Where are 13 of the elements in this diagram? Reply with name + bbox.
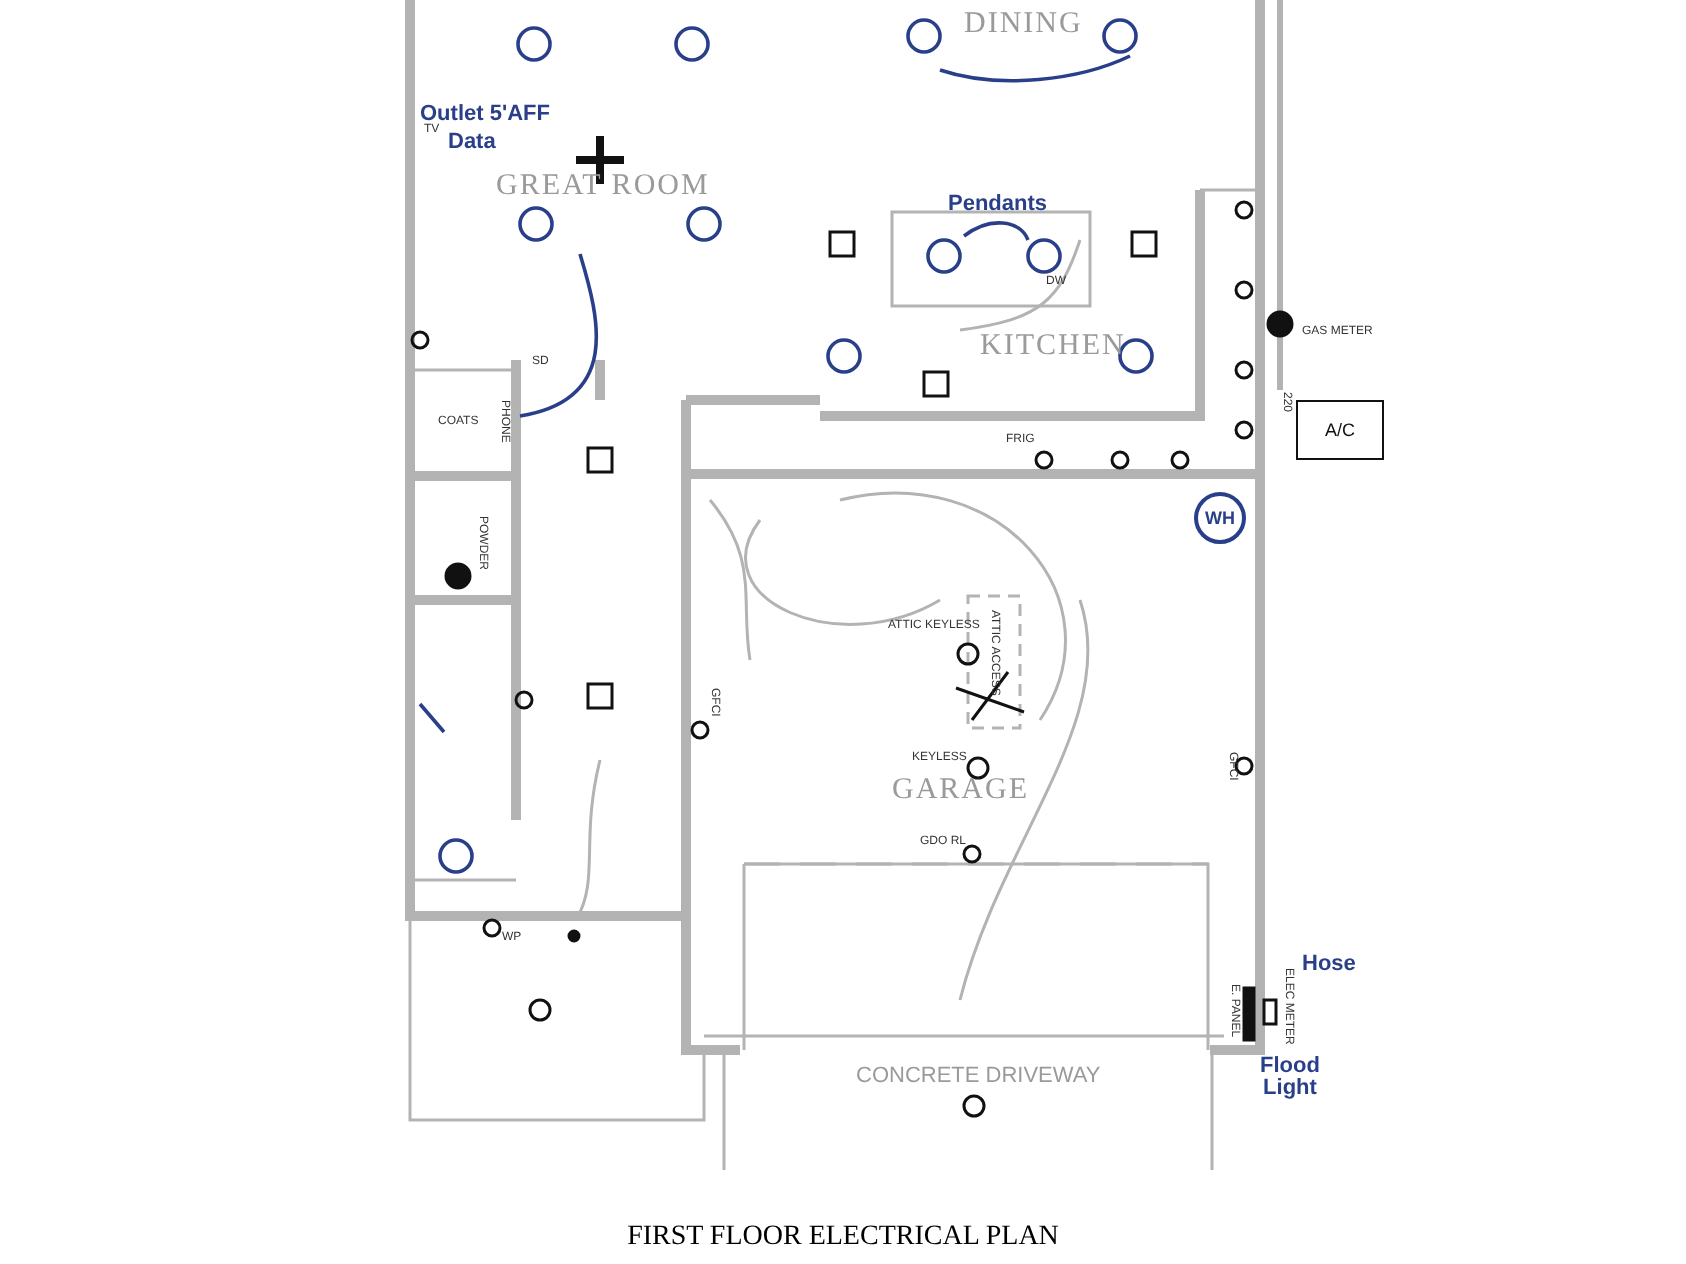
- annotation-label: Hose: [1302, 954, 1356, 976]
- annotation-label: Pendants: [948, 194, 1048, 216]
- room-label: GARAGE: [892, 776, 1029, 806]
- room-label: DINING: [964, 10, 1083, 40]
- area-label: CONCRETE DRIVEWAY: [856, 1066, 1101, 1088]
- fixture-circle: WH: [1194, 492, 1246, 544]
- annotation-label: Data: [448, 132, 496, 154]
- annotation-label: Flood Light: [1258, 1056, 1322, 1100]
- plan-title: FIRST FLOOR ELECTRICAL PLAN: [625, 1222, 1061, 1254]
- annotation-label: Outlet 5'AFF: [420, 104, 550, 126]
- room-label: GREAT ROOM: [496, 172, 710, 202]
- equipment-box: A/C: [1296, 400, 1384, 460]
- room-label: KITCHEN: [980, 332, 1126, 362]
